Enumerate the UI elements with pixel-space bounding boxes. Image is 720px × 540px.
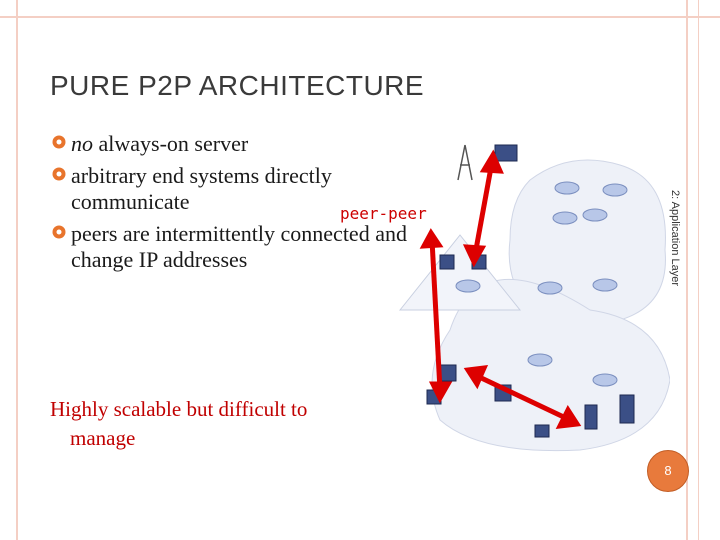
bullet-text-2: arbitrary end systems directly communica… xyxy=(71,163,332,214)
page-number-badge: 8 xyxy=(647,450,689,492)
gear-bullet-icon xyxy=(52,167,66,181)
page-number: 8 xyxy=(664,463,672,478)
bullet-text-1: no always-on server xyxy=(71,131,249,156)
bullet-item: arbitrary end systems directly communica… xyxy=(52,163,432,215)
bullet-item: no always-on server xyxy=(52,131,432,157)
scalability-note: Highly scalable but difficult to manage xyxy=(50,395,370,453)
frame-top-line xyxy=(0,16,720,18)
note-line-2: manage xyxy=(70,426,136,450)
peer-peer-label: peer-peer xyxy=(340,204,427,223)
frame-left-line xyxy=(16,0,18,540)
bullet-list: no always-on server arbitrary end system… xyxy=(52,131,432,279)
gear-bullet-icon xyxy=(52,225,66,239)
note-line-1: Highly scalable but difficult to xyxy=(50,397,308,421)
network-diagram xyxy=(398,144,670,452)
chapter-side-label: 2: Application Layer xyxy=(668,190,684,310)
frame-right-line xyxy=(686,0,688,540)
gear-bullet-icon xyxy=(52,135,66,149)
chapter-label-text: 2: Application Layer xyxy=(669,190,681,287)
bullet-item: peers are intermittently connected and c… xyxy=(52,221,432,273)
frame-right-line-2 xyxy=(698,0,699,540)
bullet-text-3: peers are intermittently connected and c… xyxy=(71,221,407,272)
slide-title: PURE P2P ARCHITECTURE xyxy=(50,70,425,101)
